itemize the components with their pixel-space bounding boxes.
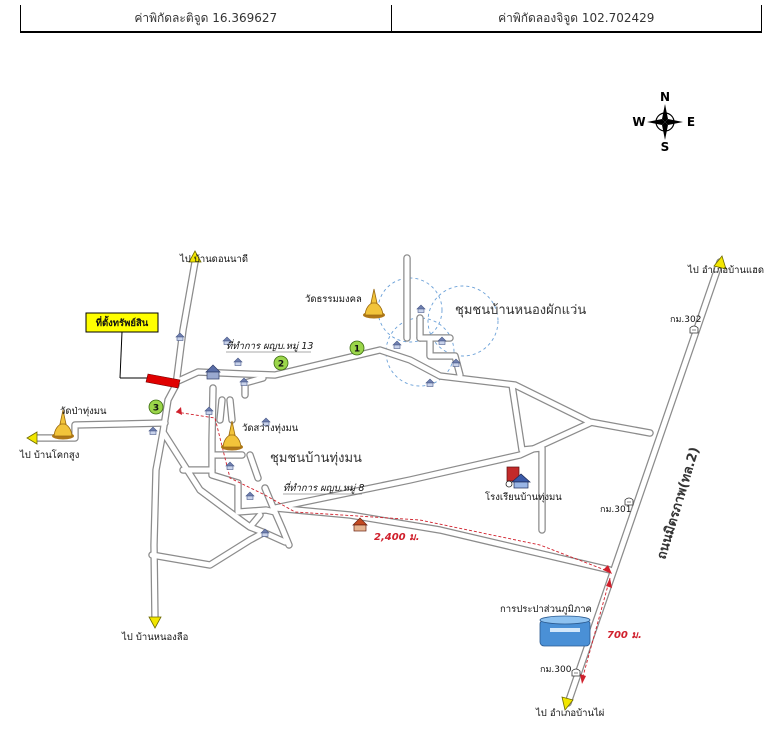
compass-east: E [687, 115, 695, 129]
to-amphoe-ban-phai-label: ไป อำเภอบ้านไผ่ [535, 707, 604, 719]
arrow-north [188, 250, 202, 263]
property-flag-icon [145, 373, 181, 389]
coordinate-bar: ค่าพิกัดละติจูด 16.369627 ค่าพิกัดลองจิจ… [20, 5, 762, 33]
route-marker-2-label: 2 [278, 360, 284, 370]
temple-thammamongkhon-icon [362, 288, 386, 319]
office-moo8-label: ที่ทำการ ผญบ.หมู่ 8 [283, 481, 364, 494]
route-marker-1-label: 1 [354, 345, 360, 355]
community-nong-phak-waen-label: ชุมชนบ้านหนองผักแว่น [455, 303, 586, 318]
school-icon [505, 466, 531, 489]
waterworks-label: การประปาส่วนภูมิภาค [500, 604, 592, 615]
direction-arrows [26, 250, 727, 711]
wat-thammamongkhon-label: วัดธรรมมงคล [305, 294, 362, 305]
temple-sawang-thung-mon-icon [220, 420, 244, 451]
property-label: ที่ตั้งทรัพย์สิน [96, 315, 149, 329]
km302-icon [689, 325, 699, 334]
arrow-west [26, 431, 38, 445]
km301-icon [624, 497, 634, 506]
property-label-box [85, 312, 159, 333]
compass-rose: N S E W [632, 90, 695, 154]
route-markers: 1 2 3 [148, 340, 365, 415]
arrow-southwest [561, 696, 574, 711]
office-moo13-label: ที่ทำการ ผญบ.หมู่ 13 [226, 339, 313, 352]
latitude-cell: ค่าพิกัดละติจูด 16.369627 [20, 5, 391, 31]
office-moo13-icon [205, 364, 221, 380]
distance-arrowheads [176, 407, 612, 684]
route-marker-2 [273, 355, 289, 371]
property-pointer-line [119, 331, 123, 379]
to-amphoe-ban-haet-label: ไป อำเภอบ้านแฮด [687, 264, 764, 276]
office-moo8-icon [352, 517, 368, 532]
route-marker-3-label: 3 [153, 404, 159, 414]
compass-north: N [660, 90, 670, 104]
longitude-cell: ค่าพิกัดลองจิจูด 102.702429 [390, 5, 762, 31]
compass-south: S [661, 140, 670, 154]
distance-lines [175, 411, 611, 681]
route-marker-1 [349, 340, 365, 356]
km300-icon [571, 668, 581, 677]
km302-label: กม.302 [670, 315, 701, 325]
wat-sawang-thung-mon-label: วัดสว่างทุ่งมน [242, 423, 299, 434]
community-thung-mon-label: ชุมชนบ้านทุ่งมน [270, 451, 362, 466]
to-ban-khok-sung-label: ไป บ้านโคกสูง [19, 449, 79, 461]
compass-west: W [632, 115, 645, 129]
km301-label: กม.301 [600, 505, 631, 515]
highway-label: ถนนมิตรภาพ(ทล.2) [654, 445, 702, 561]
to-ban-don-na-di-label: ไป บ้านดอนนาดี [179, 253, 248, 265]
to-ban-nong-lue-label: ไป บ้านหนองลือ [121, 631, 188, 643]
community-circles [377, 277, 499, 387]
property-marker [119, 331, 181, 389]
distance-700-label: 700 ม. [607, 630, 642, 641]
school-label: โรงเรียนบ้านทุ่งมน [485, 491, 562, 503]
distance-2400-label: 2,400 ม. [374, 532, 420, 543]
route-marker-3 [148, 399, 164, 415]
arrow-northeast [713, 255, 727, 270]
km300-label: กม.300 [540, 665, 572, 675]
wat-pa-thung-mon-label: วัดป่าทุ่งมน [60, 406, 107, 417]
water-tank-icon [539, 615, 591, 647]
arrow-south [148, 616, 162, 629]
